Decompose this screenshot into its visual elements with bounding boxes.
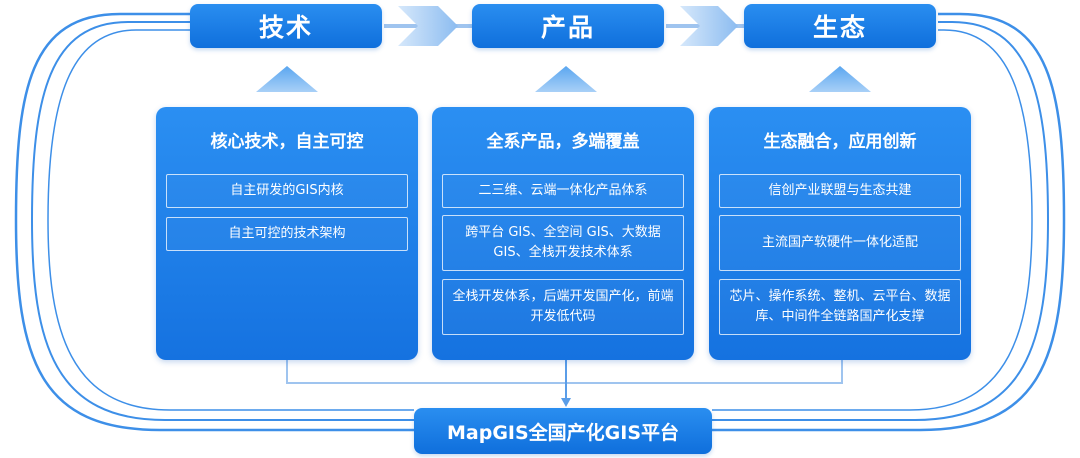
label-tech-text: 技术 — [258, 13, 313, 42]
bottom-connector — [286, 360, 843, 384]
card-product-item: 二三维、云端一体化产品体系 — [442, 174, 684, 208]
card-tech: 核心技术，自主可控 自主研发的GIS内核 自主可控的技术架构 — [156, 107, 418, 360]
outer-loop-line — [712, 21, 1050, 421]
card-product: 全系产品，多端覆盖 二三维、云端一体化产品体系 跨平台 GIS、全空间 GIS、… — [432, 107, 694, 360]
outer-loop-line — [712, 29, 1033, 411]
card-eco-item: 主流国产软硬件一体化适配 — [719, 215, 961, 271]
outer-loop-line — [30, 21, 414, 421]
arrow-up-icon — [535, 66, 597, 92]
label-eco: 生态 — [744, 4, 936, 48]
arrow-up-icon — [809, 66, 871, 92]
label-product: 产品 — [472, 4, 664, 48]
chevron-right-icon — [680, 6, 738, 46]
platform-label: MapGIS全国产化GIS平台 — [414, 408, 712, 454]
arrow-down-icon — [561, 398, 571, 407]
card-tech-item: 自主研发的GIS内核 — [166, 174, 408, 208]
outer-loop-line — [14, 12, 414, 432]
card-tech-item: 自主可控的技术架构 — [166, 217, 408, 251]
card-eco: 生态融合，应用创新 信创产业联盟与生态共建 主流国产软硬件一体化适配 芯片、操作… — [709, 107, 971, 360]
chevron-right-icon — [398, 6, 458, 46]
label-product-text: 产品 — [540, 13, 595, 42]
label-tech: 技术 — [190, 4, 382, 48]
card-product-item: 跨平台 GIS、全空间 GIS、大数据 GIS、全栈开发技术体系 — [442, 215, 684, 271]
card-tech-title: 核心技术，自主可控 — [210, 132, 364, 152]
card-product-item: 全栈开发体系，后端开发国产化，前端开发低代码 — [442, 279, 684, 335]
card-product-title: 全系产品，多端覆盖 — [486, 132, 640, 152]
card-eco-item: 芯片、操作系统、整机、云平台、数据库、中间件全链路国产化支撑 — [719, 279, 961, 335]
platform-label-text: MapGIS全国产化GIS平台 — [446, 421, 680, 444]
outer-loop-line — [47, 29, 414, 411]
card-eco-item: 信创产业联盟与生态共建 — [719, 174, 961, 208]
label-eco-text: 生态 — [812, 13, 867, 42]
card-eco-title: 生态融合，应用创新 — [763, 132, 917, 152]
arrow-up-icon — [256, 66, 318, 92]
outer-loop-line — [712, 12, 1066, 432]
